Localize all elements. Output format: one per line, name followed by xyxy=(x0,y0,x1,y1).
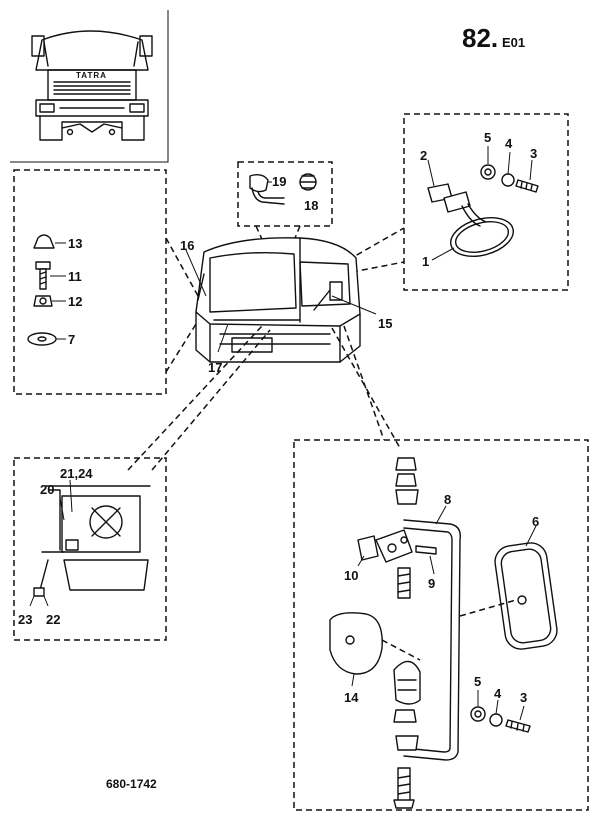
label-6: 6 xyxy=(532,514,539,529)
label-16: 16 xyxy=(180,238,194,253)
page-number: 82. E01 xyxy=(462,23,525,53)
label-4b: 4 xyxy=(494,686,502,701)
label-5a: 5 xyxy=(484,130,491,145)
cab-assembly: 16 17 15 xyxy=(180,237,392,375)
label-13: 13 xyxy=(68,236,82,251)
label-11: 11 xyxy=(68,269,82,284)
label-7: 7 xyxy=(68,332,75,347)
label-9: 9 xyxy=(428,576,435,591)
label-12: 12 xyxy=(68,294,82,309)
page-number-main: 82. xyxy=(462,23,498,53)
tatra-logo: TATRA xyxy=(76,71,107,80)
switch-panel-box: 20 21,24 23 22 xyxy=(13,457,167,641)
label-8: 8 xyxy=(444,492,451,507)
mounting-hardware-box: 13 11 12 7 xyxy=(13,169,167,395)
label-10: 10 xyxy=(344,568,358,583)
label-3a: 3 xyxy=(530,146,537,161)
label-15: 15 xyxy=(378,316,392,331)
label-21-24: 21,24 xyxy=(60,466,93,481)
label-3b: 3 xyxy=(520,690,527,705)
label-2: 2 xyxy=(420,148,427,163)
label-20: 20 xyxy=(40,482,54,497)
truck-front-inset: TATRA xyxy=(10,10,169,163)
page-number-suffix: E01 xyxy=(502,35,525,50)
label-23: 23 xyxy=(18,612,32,627)
label-4a: 4 xyxy=(505,136,513,151)
label-22: 22 xyxy=(46,612,60,627)
label-18: 18 xyxy=(304,198,318,213)
grommet-box: 19 18 xyxy=(237,161,333,227)
drawing-code: 680-1742 xyxy=(106,777,157,791)
label-17: 17 xyxy=(208,360,222,375)
label-14: 14 xyxy=(344,690,359,705)
large-mirror-box: 8 10 9 6 14 xyxy=(293,439,589,811)
small-mirror-box: 1 2 5 4 3 xyxy=(403,113,569,291)
label-19: 19 xyxy=(272,174,286,189)
label-5b: 5 xyxy=(474,674,481,689)
label-1: 1 xyxy=(422,254,429,269)
